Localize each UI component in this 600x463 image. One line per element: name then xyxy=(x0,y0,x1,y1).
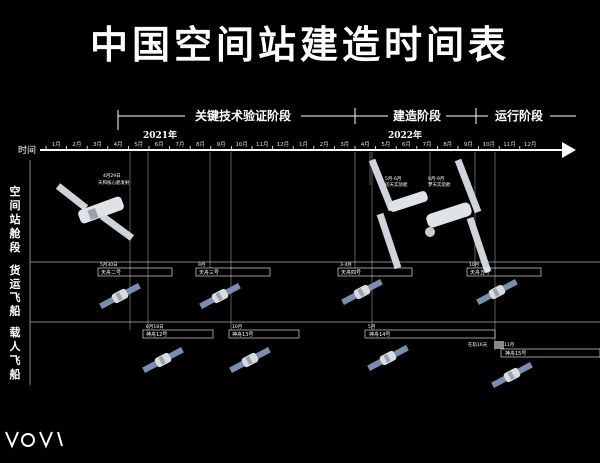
cargo-ship-image xyxy=(99,283,141,309)
event-text-wentian: 问天实验舱 xyxy=(385,181,408,188)
cargo-label-tz4: 天舟四号 xyxy=(341,269,361,276)
month-label: 5月 xyxy=(134,141,143,148)
cargo-label-tz5: 天舟五号 xyxy=(470,269,490,276)
month-label: 9月 xyxy=(464,141,473,148)
crew-label-sz12: 神舟12号 xyxy=(146,331,167,338)
event-date-wentian: 5月-6月 xyxy=(385,176,401,182)
month-label: 11月 xyxy=(503,141,516,148)
month-label: 7月 xyxy=(423,141,432,148)
month-label: 4月 xyxy=(361,141,370,148)
cargo-ship-image xyxy=(199,283,241,309)
row-label-char: 运 xyxy=(10,278,21,291)
row-label-char: 人 xyxy=(10,339,22,353)
event-text-mengtian: 梦天实验舱 xyxy=(428,181,451,188)
event-guides xyxy=(129,152,496,350)
crew-date-sz15: 11月 xyxy=(504,342,514,348)
row-label-char: 舱 xyxy=(10,226,22,240)
cargo-date-tz5: 10月 xyxy=(469,262,479,268)
phase-label-tech: 关键技术验证阶段 xyxy=(195,108,292,123)
cargo-events: 5月30日 天舟二号 9月 天舟三号 3-4月 天舟四号 10月 天舟五号 xyxy=(97,262,542,277)
logo-image xyxy=(5,431,63,449)
event-date-mengtian: 8月-9月 xyxy=(428,176,444,182)
event-date-tianhe: 4月29日 xyxy=(103,173,121,179)
month-label: 3月 xyxy=(340,141,349,148)
crew-label-sz14: 神舟14号 xyxy=(369,331,390,338)
crew-date-sz13: 10月 xyxy=(232,324,242,330)
cargo-date-tz2: 5月30日 xyxy=(100,262,118,268)
event-text-tianhe: 天和核心舱发射 xyxy=(98,179,130,186)
month-label: 8月 xyxy=(443,141,452,148)
year-label-2022: 2022年 xyxy=(388,129,422,141)
month-label: 1月 xyxy=(299,141,308,148)
month-ticks: 1月 2月 3月 4月 5月 6月 7月 8月 9月 10月 11月 12月 1月 2月 3月 4月 5月 6月 7… xyxy=(45,141,537,150)
phase-label-build: 建造阶段 xyxy=(392,108,442,123)
crew-events: 6月18日 神舟12号 10月 神舟13号 5月 神舟14号 在轨16天 11月… xyxy=(142,324,600,358)
month-label: 2月 xyxy=(320,141,329,148)
phase-label-operate: 运行阶段 xyxy=(495,108,544,123)
page-title: 中国空间站建造时间表 xyxy=(89,22,510,67)
axis-label: 时间 xyxy=(18,144,36,156)
month-label: 5月 xyxy=(381,141,390,148)
row-label-char: 飞 xyxy=(10,354,21,367)
cargo-ship-images xyxy=(99,279,518,309)
month-label: 12月 xyxy=(277,141,290,148)
cargo-label-tz3: 天舟三号 xyxy=(199,269,219,276)
crew-dock-text: 在轨16天 xyxy=(468,341,488,348)
cargo-date-tz3: 9月 xyxy=(198,262,205,268)
row-label-char: 段 xyxy=(10,240,21,254)
row-label-char: 空 xyxy=(10,184,21,198)
row-label-char: 货 xyxy=(9,263,21,277)
month-label: 10月 xyxy=(235,141,248,148)
crew-date-sz14: 5月 xyxy=(368,324,375,330)
row-label-char: 间 xyxy=(10,199,21,212)
month-label: 10月 xyxy=(483,141,496,148)
crew-label-sz13: 神舟13号 xyxy=(232,331,253,338)
month-label: 9月 xyxy=(217,141,226,148)
month-label: 3月 xyxy=(93,141,102,148)
month-label: 4月 xyxy=(114,141,123,148)
month-label: 1月 xyxy=(52,141,61,148)
year-label-2021: 2021年 xyxy=(143,129,177,141)
crew-ship-images xyxy=(142,345,533,388)
crew-date-sz12: 6月18日 xyxy=(146,324,164,330)
cargo-date-tz4: 3-4月 xyxy=(340,262,352,268)
month-label: 11月 xyxy=(256,141,269,148)
month-label: 7月 xyxy=(175,141,184,148)
crew-ship-image xyxy=(142,347,184,373)
crew-ship-image xyxy=(491,362,533,388)
row-label-char: 船 xyxy=(10,304,21,318)
phase-label-bg-2 xyxy=(388,108,446,124)
station-image xyxy=(368,158,492,274)
month-label: 12月 xyxy=(524,141,537,148)
month-label: 6月 xyxy=(402,141,411,148)
crew-label-sz15: 神舟15号 xyxy=(505,350,526,357)
tianhe-module-image xyxy=(55,183,135,241)
row-label-char: 站 xyxy=(10,212,21,226)
cargo-ship-image xyxy=(341,279,383,305)
month-label: 6月 xyxy=(155,141,164,148)
crew-ship-image xyxy=(229,347,271,373)
crew-ship-image xyxy=(367,345,409,371)
row-label-char: 飞 xyxy=(10,291,21,304)
cargo-ship-image xyxy=(476,279,518,305)
month-label: 8月 xyxy=(196,141,205,148)
phase-label-bg-1 xyxy=(185,108,301,124)
month-label: 2月 xyxy=(72,141,81,148)
row-label-char: 船 xyxy=(10,367,21,381)
phase-label-bg-3 xyxy=(488,108,550,124)
cargo-label-tz2: 天舟二号 xyxy=(101,269,121,276)
axis-arrow-icon xyxy=(562,142,576,158)
row-label-char: 载 xyxy=(10,325,21,339)
